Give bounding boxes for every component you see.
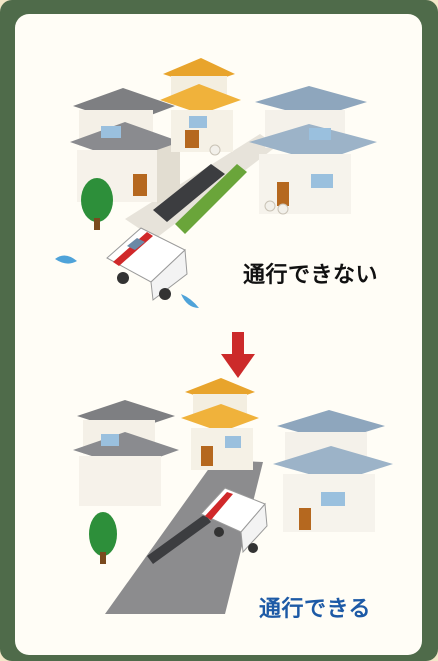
- splash-left: [55, 255, 77, 264]
- house-middle-yellow: [181, 378, 259, 470]
- hedge: [175, 164, 247, 234]
- ambulance-icon: [106, 227, 188, 301]
- house-right-blue: [249, 86, 377, 214]
- tree-left: [89, 512, 117, 564]
- illustration-panel: 通行できない: [15, 14, 422, 655]
- house-right-blue: [273, 410, 393, 532]
- house-middle-yellow: [160, 58, 241, 152]
- scene-blocked: [55, 58, 377, 308]
- caption-cannot-pass: 通行できない: [243, 263, 379, 288]
- splash-right: [181, 294, 199, 308]
- house-left-gray: [73, 400, 179, 506]
- tree-left: [81, 178, 113, 230]
- house-left-gray: [70, 88, 181, 204]
- blocking-wall: [153, 164, 225, 222]
- wall: [147, 514, 211, 564]
- ambulance-icon: [200, 487, 268, 554]
- scene-clear: [73, 378, 393, 614]
- caption-can-pass: 通行できる: [259, 597, 372, 622]
- down-arrow-icon: [221, 332, 255, 378]
